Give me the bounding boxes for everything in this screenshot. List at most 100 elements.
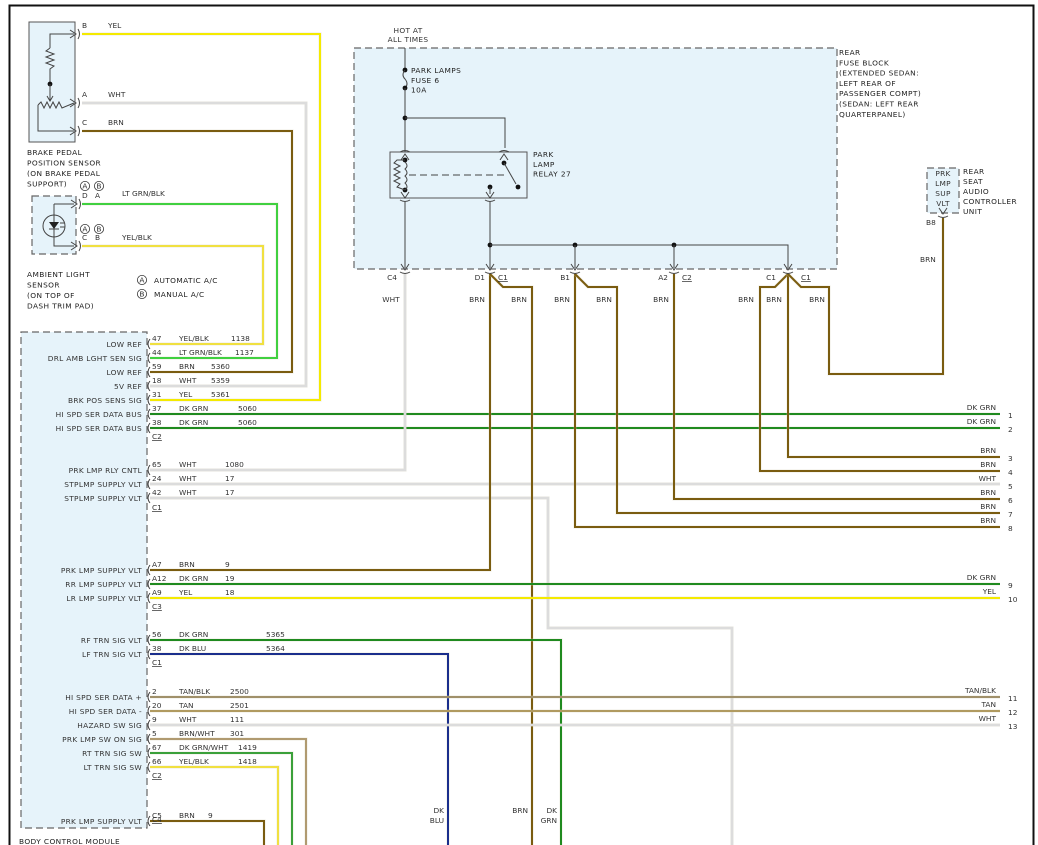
bcm-pin-44 xyxy=(147,352,151,364)
right-exit-number: 1 xyxy=(1008,411,1013,420)
fuse-wire-color: BRN xyxy=(766,295,782,304)
option-marker-a-circle xyxy=(80,223,91,234)
fuse-terminal-pin: B1 xyxy=(560,273,570,282)
right-exit-number: 3 xyxy=(1008,454,1013,463)
wire-yel-brake-sig xyxy=(82,33,321,401)
bcm-pin-function-label: RT TRN SIG SW xyxy=(82,749,142,758)
bcm-pin-59 xyxy=(147,366,151,378)
bcm-circuit-number: 5060 xyxy=(238,404,257,413)
bottom-exit-wire-color: BRN xyxy=(512,806,528,815)
bcm-wire-color: BRN xyxy=(179,560,195,569)
wire-wht-relay-cntl xyxy=(150,274,407,472)
bcm-circuit-number: 19 xyxy=(225,574,235,583)
als-trace xyxy=(53,204,74,247)
bcm-pin-function-label: HI SPD SER DATA BUS xyxy=(56,424,142,433)
bcm-pin-24 xyxy=(147,478,151,490)
bcm-wire-color: LT GRN/BLK xyxy=(179,348,222,357)
wire-brnwht-prk-sw-halo xyxy=(150,737,308,845)
potentiometer-icon xyxy=(37,100,75,110)
bcm-pin-function-label: BRK POS SENS SIG xyxy=(68,396,142,405)
bcm-pin-function-label: 5V REF xyxy=(114,382,142,391)
bcm-wire-color: WHT xyxy=(179,488,197,497)
ambient-light-sensor-title: AMBIENT LIGHT xyxy=(27,270,90,279)
bcm-pin-31 xyxy=(147,394,151,406)
bcm-circuit-number: 1418 xyxy=(238,757,257,766)
bp-trace-c xyxy=(37,105,74,132)
bcm-pin-function-label: LOW REF xyxy=(107,340,142,349)
right-exit-wire-color: BRN xyxy=(980,516,996,525)
park-lamp-relay-label: LAMP xyxy=(533,160,555,169)
bcm-pin-function-label: LR LMP SUPPLY VLT xyxy=(66,594,142,603)
bcm-wire-color: WHT xyxy=(179,460,197,469)
legend-marker: B xyxy=(139,290,144,299)
audio-controller-inner-label: SUP xyxy=(935,189,951,198)
right-exit-number: 5 xyxy=(1008,482,1013,491)
fuse-block-terminal-C4-arrow xyxy=(400,263,410,271)
option-marker-a-circle xyxy=(80,180,91,191)
bcm-pin-20 xyxy=(147,705,151,717)
relay-coil-bottom-arrow xyxy=(400,191,410,199)
wire-yelblk-low-ref xyxy=(82,245,264,345)
right-exit-wire-color: WHT xyxy=(979,714,997,723)
bcm-wire-color: WHT xyxy=(179,715,197,724)
bcm-circuit-number: 5365 xyxy=(266,630,285,639)
fuse-terminal-pin: C1 xyxy=(766,273,776,282)
brake-pedal-wire-color: BRN xyxy=(108,118,124,127)
bcm-pin-38 xyxy=(147,648,151,660)
fuse-block-terminal-B1-arrow xyxy=(570,263,580,271)
body-control-module-box xyxy=(20,331,148,829)
bcm-pin-42 xyxy=(147,492,151,504)
fuse-wire-color: BRN xyxy=(469,295,485,304)
brake-pedal-sensor-title: POSITION SENSOR xyxy=(27,159,101,168)
bcm-pin-number: 47 xyxy=(152,334,162,343)
wire-wht-5v-ref xyxy=(82,101,308,388)
relay-coil-top-arrow xyxy=(400,153,410,161)
resistor-icon xyxy=(44,47,56,84)
bcm-circuit-number: 9 xyxy=(225,560,230,569)
rear-fuse-block-title: REAR xyxy=(839,48,861,57)
bcm-pin-function-label: LT TRN SIG SW xyxy=(84,763,143,772)
bcm-circuit-number: 111 xyxy=(230,715,244,724)
ambient-light-sensor-title: (ON TOP OF xyxy=(27,291,75,300)
bcm-pin-number: 37 xyxy=(152,404,162,413)
fuse-block-terminal-A2-arrow xyxy=(669,263,679,271)
right-exit-wire-color: BRN xyxy=(980,446,996,455)
bcm-pin-number: 2 xyxy=(152,687,157,696)
fuse-wire-color: BRN xyxy=(738,295,754,304)
rear-fuse-block-title: LEFT REAR OF xyxy=(839,79,896,88)
bcm-circuit-number: 18 xyxy=(225,588,235,597)
audio-controller-title: SEAT xyxy=(963,177,983,186)
bcm-pin-number: 38 xyxy=(152,418,162,427)
ambient-light-sensor-title: SENSOR xyxy=(27,281,60,290)
relay-coil-icon xyxy=(392,159,406,191)
bcm-pin-number: 42 xyxy=(152,488,161,497)
ambient-pin-label: B xyxy=(95,233,100,242)
legend-marker-circle xyxy=(136,274,147,285)
fuse-block-terminal-C4-cup xyxy=(399,271,411,274)
wire-exit-6-halo xyxy=(672,274,1000,501)
relay-coil-winding xyxy=(404,161,408,191)
audio-controller-title: CONTROLLER xyxy=(963,197,1017,206)
bcm-pin-47 xyxy=(147,338,151,350)
brake-pedal-pin-A-arrow xyxy=(69,98,77,108)
wire-dkgrnwht-rt-trn xyxy=(150,752,293,845)
bcm-pin-5 xyxy=(147,733,151,745)
legend-marker-circle xyxy=(136,288,147,299)
wire-brn-d1-down xyxy=(489,273,533,845)
bcm-pin-function-label: PRK LMP SUPPLY VLT xyxy=(61,817,142,826)
bcm-circuit-number: 1138 xyxy=(231,334,250,343)
bcm-pin-number: A7 xyxy=(152,560,162,569)
option-marker-b-circle xyxy=(94,223,105,234)
fuse-terminal-pin: D1 xyxy=(475,273,486,282)
ambient-pin-d-arrow xyxy=(70,199,78,209)
bcm-pin-number: 44 xyxy=(152,348,162,357)
hot-at-all-times-label: ALL TIMES xyxy=(388,35,429,44)
bcm-pin-number: 59 xyxy=(152,362,162,371)
bcm-pin-number: 65 xyxy=(152,460,162,469)
rear-fuse-block-title: QUARTERPANEL) xyxy=(839,110,906,119)
bcm-wire-color: YEL xyxy=(178,390,193,399)
wire-exit-8 xyxy=(574,274,1000,528)
bcm-pin-function-label: LOW REF xyxy=(107,368,142,377)
relay-switch-contact xyxy=(503,162,517,185)
